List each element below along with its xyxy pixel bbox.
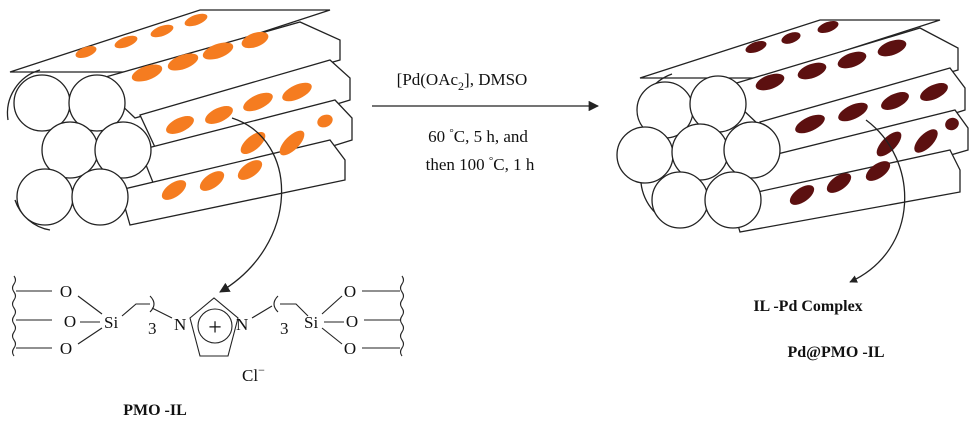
pore — [865, 161, 891, 181]
oxygen-label: O — [344, 339, 356, 358]
surface-right — [399, 275, 405, 357]
pore — [817, 20, 839, 34]
ionic-liquid-structure: O O O Si 3 N + N Cl− 3 Si O O O — [11, 275, 405, 385]
pore — [745, 40, 767, 54]
pores-ionic-liquid — [75, 13, 333, 200]
reaction-step: [Pd(OAc2], DMSO 60 °C, 5 h, and then 100… — [372, 70, 600, 174]
label-il-pd-complex: IL -Pd Complex — [753, 298, 862, 315]
chloride-counterion: Cl− — [242, 363, 265, 385]
pore — [161, 180, 187, 200]
pore — [205, 106, 233, 124]
pore — [237, 160, 263, 180]
pore — [184, 13, 208, 27]
pores-pd-complex — [745, 20, 959, 205]
pore — [166, 116, 194, 134]
pmo-il-cylinder-bundle — [6, 9, 353, 293]
pd-pmo-il-cylinder-bundle — [616, 19, 969, 283]
condition-line-2: then 100 °C, 1 h — [426, 155, 535, 174]
pore — [755, 73, 785, 91]
reagent-text: [Pd(OAc2], DMSO — [397, 70, 528, 93]
pore — [240, 131, 266, 155]
tube-end-5 — [723, 121, 781, 179]
pore — [241, 31, 269, 49]
surface-left — [11, 275, 17, 357]
plus-sign: + — [208, 315, 222, 341]
nitrogen-right: N — [236, 315, 248, 334]
pore — [945, 117, 959, 131]
pore — [920, 83, 948, 101]
pore — [914, 129, 938, 153]
oxygen-label: O — [344, 282, 356, 301]
silicon-label-right: Si — [304, 313, 318, 332]
connector-arrow-right — [849, 119, 906, 283]
pore — [797, 62, 827, 80]
pore — [826, 173, 852, 193]
pore — [75, 45, 97, 59]
pore — [167, 53, 199, 71]
connector-arrow-left — [219, 117, 283, 293]
pore — [881, 92, 909, 110]
oxygen-label: O — [60, 339, 72, 358]
pore — [202, 42, 234, 60]
label-pd-pmo-il: Pd@PMO -IL — [787, 344, 884, 361]
pore — [282, 82, 312, 102]
pore — [795, 114, 825, 134]
pore — [114, 35, 138, 49]
tube-top-right — [93, 21, 341, 119]
pore — [789, 185, 815, 205]
tube-back-1 — [9, 9, 331, 73]
tube-end-6 — [651, 171, 709, 229]
tube-end-5 — [16, 168, 74, 226]
chain-length-left: 3 — [148, 319, 157, 338]
tube-end-3 — [616, 126, 674, 184]
pore — [837, 51, 867, 69]
tube-end-6 — [71, 168, 129, 226]
pore — [199, 171, 225, 191]
tube-end-4 — [94, 121, 152, 179]
pore — [317, 114, 333, 128]
tube-end-2 — [68, 74, 126, 132]
cation-charge-circle — [197, 308, 233, 344]
pore — [279, 130, 305, 156]
nitrogen-left: N — [174, 315, 186, 334]
silicon-label-left: Si — [104, 313, 118, 332]
pore — [150, 24, 174, 38]
chain-length-right: 3 — [280, 319, 289, 338]
pore — [781, 32, 801, 44]
pore — [838, 102, 868, 122]
tube-end-1 — [13, 74, 71, 132]
oxygen-label: O — [64, 312, 76, 331]
condition-line-1: 60 °C, 5 h, and — [428, 127, 528, 146]
pore — [243, 92, 273, 112]
pore — [131, 64, 163, 82]
oxygen-label: O — [60, 282, 72, 301]
oxygen-label: O — [346, 312, 358, 331]
pore — [877, 39, 907, 57]
tube-end-7 — [704, 171, 762, 229]
label-pmo-il: PMO -IL — [123, 402, 187, 419]
